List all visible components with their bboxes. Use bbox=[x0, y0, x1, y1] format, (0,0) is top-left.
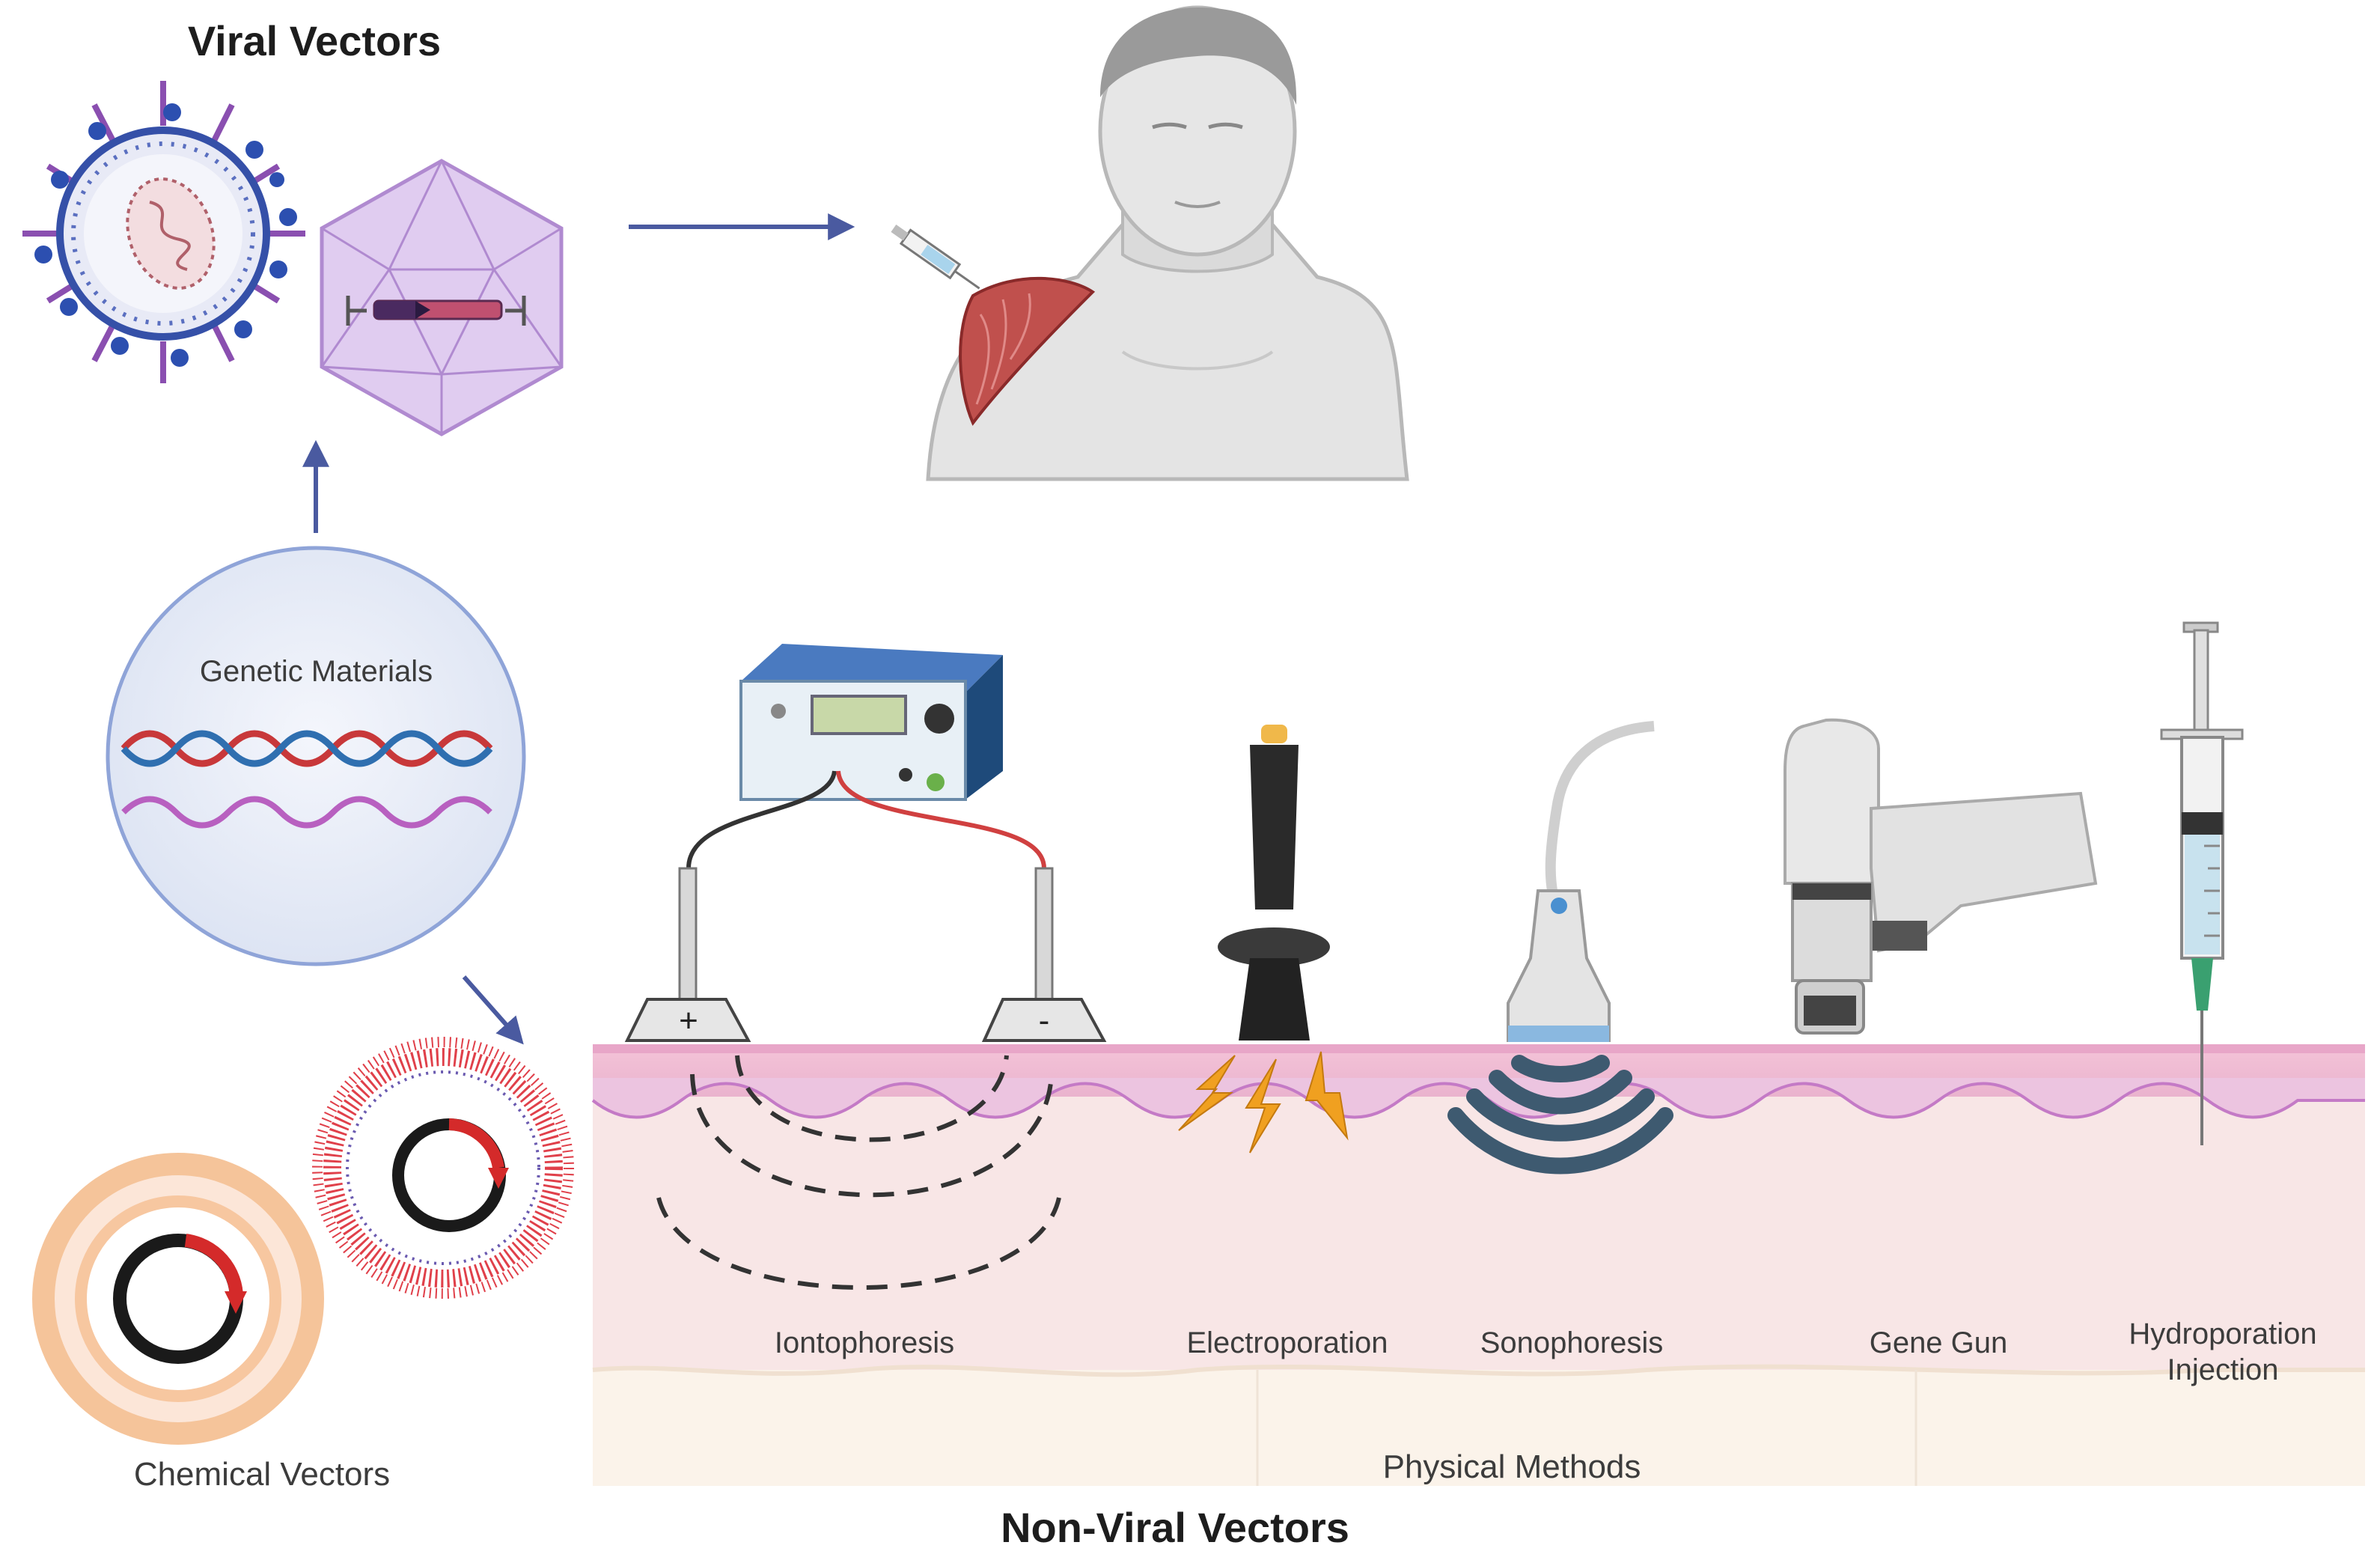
electrode-plus-label: + bbox=[679, 1002, 698, 1039]
non-viral-vectors-title: Non-Viral Vectors bbox=[1001, 1504, 1349, 1551]
electroporation-probe-icon bbox=[1218, 725, 1330, 1041]
human-torso-icon bbox=[926, 5, 1409, 481]
icosahedral-virus-icon bbox=[320, 159, 564, 436]
iontophoresis-black-wire bbox=[686, 770, 837, 869]
positive-electrode-icon bbox=[624, 998, 751, 1042]
gene-gun-label: Gene Gun bbox=[1869, 1326, 2008, 1359]
gene-gun-icon bbox=[1784, 718, 2098, 1035]
ultrasound-waves-icon bbox=[1447, 1055, 1673, 1174]
arrow-genetic-to-nonviral bbox=[462, 975, 524, 1045]
lightning-bolts-icon bbox=[1178, 1051, 1349, 1154]
hydroporation-syringe-icon bbox=[2160, 621, 2244, 1145]
sonophoresis-label: Sonophoresis bbox=[1480, 1326, 1664, 1359]
iontophoresis-field-lines bbox=[656, 1055, 1061, 1290]
genetic-materials-circle bbox=[106, 546, 526, 966]
genetic-materials-label: Genetic Materials bbox=[199, 655, 433, 688]
iontophoresis-red-wire bbox=[836, 770, 1046, 869]
ultrasound-probe-icon bbox=[1507, 721, 1655, 1042]
electroporation-label: Electroporation bbox=[1186, 1326, 1388, 1359]
iontophoresis-label: Iontophoresis bbox=[774, 1326, 955, 1359]
iontophoresis-right-rod bbox=[1034, 867, 1054, 1001]
iontophoresis-device-icon bbox=[739, 644, 1003, 801]
hydroporation-label-line2: Injection bbox=[2167, 1353, 2279, 1386]
liposome-icon bbox=[312, 1037, 574, 1299]
physical-methods-label: Physical Methods bbox=[1382, 1448, 1641, 1485]
dna-blue-strand bbox=[120, 730, 493, 767]
rna-strand bbox=[121, 796, 492, 829]
viral-vectors-title: Viral Vectors bbox=[187, 17, 442, 64]
dna-red-strand bbox=[120, 730, 493, 767]
skin-cross-section bbox=[591, 1044, 2365, 1486]
negative-electrode-icon bbox=[981, 998, 1107, 1042]
chemical-vectors-label: Chemical Vectors bbox=[133, 1456, 391, 1493]
iontophoresis-left-rod bbox=[678, 867, 698, 1001]
enveloped-virus-icon bbox=[22, 81, 305, 383]
hydroporation-label-line1: Hydroporation bbox=[2129, 1317, 2317, 1350]
lipoplex-icon bbox=[32, 1153, 324, 1445]
shoulder-syringe-icon bbox=[891, 225, 980, 290]
electrode-minus-label: - bbox=[1039, 1002, 1050, 1039]
